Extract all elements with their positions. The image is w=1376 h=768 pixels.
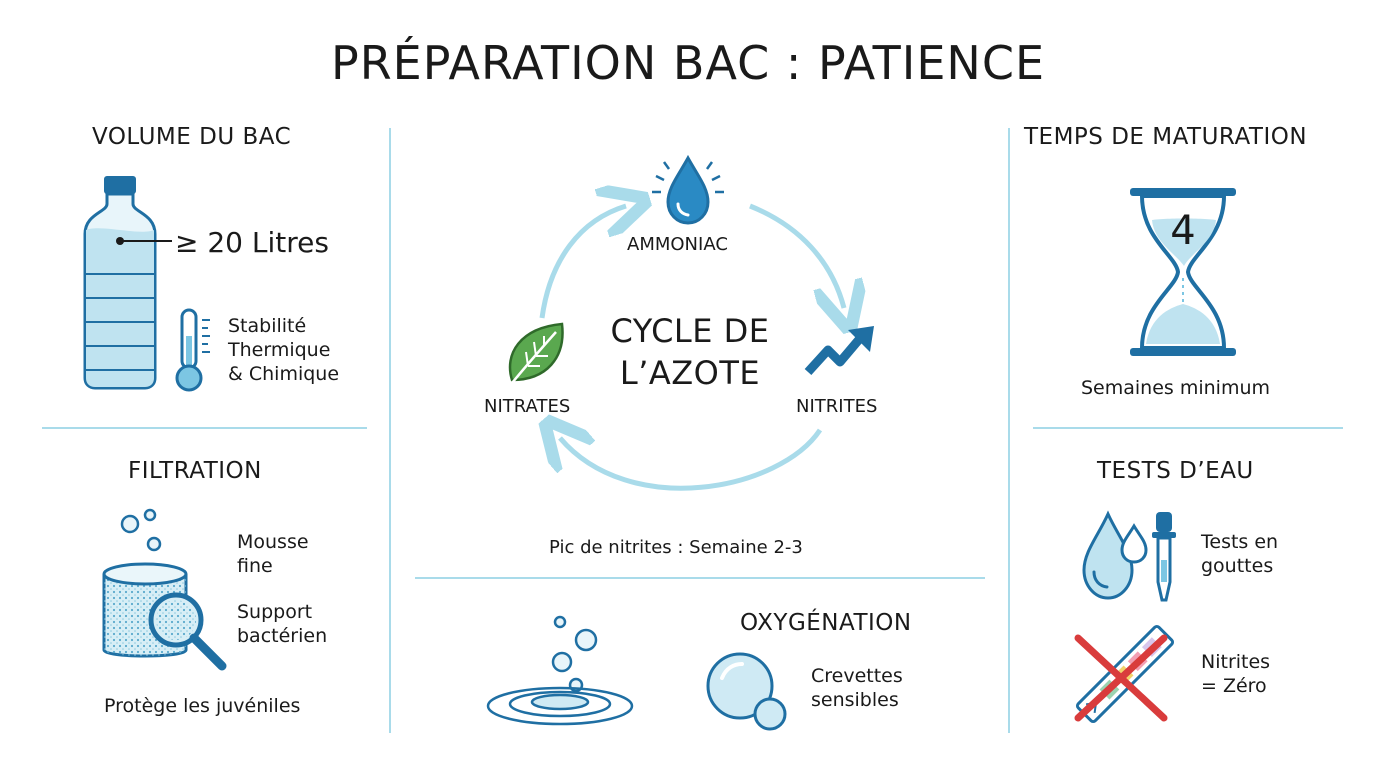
maturation-caption: Semaines minimum — [1081, 377, 1271, 399]
drops-icon — [1082, 510, 1148, 600]
magnifier-icon — [148, 592, 227, 671]
volume-litres: ≥ 20 Litres — [175, 226, 329, 259]
divider-left-horizontal — [42, 427, 367, 429]
bubbles-icon — [120, 508, 162, 552]
cycle-title-line-2: L’AZOTE — [619, 354, 761, 392]
stability-line-1: Stabilité — [228, 315, 307, 337]
hourglass-icon — [1130, 188, 1236, 356]
tests-heading: TESTS D’EAU — [1097, 458, 1254, 484]
filtration-heading: FILTRATION — [128, 458, 262, 484]
filtration-item1-line-1: Mousse — [237, 531, 309, 553]
cycle-peak-note: Pic de nitrites : Semaine 2-3 — [549, 537, 803, 558]
maturation-number: 4 — [1170, 208, 1196, 254]
divider-right-horizontal — [1033, 427, 1343, 429]
filtration-item2-line-1: Support — [237, 601, 313, 623]
filtration-item2-line-2: bactérien — [237, 625, 328, 647]
oxygenation-line-2: sensibles — [811, 689, 899, 711]
water-bottle-icon — [83, 176, 172, 390]
tests-drops-line-1: Tests en — [1201, 531, 1279, 553]
trend-arrow-icon — [804, 326, 874, 376]
big-bubble-icon — [706, 652, 787, 731]
pipette-icon — [1152, 512, 1176, 602]
stability-line-3: & Chimique — [228, 363, 340, 385]
page-title: PRÉPARATION BAC : PATIENCE — [330, 36, 1046, 90]
leaf-icon — [507, 322, 564, 389]
oxygenation-line-1: Crevettes — [811, 665, 903, 687]
cycle-nitrates-label: NITRATES — [484, 396, 571, 417]
water-ripple-icon — [486, 615, 634, 726]
water-drop-icon — [652, 154, 724, 225]
tests-drops-line-2: gouttes — [1201, 555, 1274, 577]
cycle-title-line-1: CYCLE DE — [610, 312, 770, 350]
maturation-heading: TEMPS DE MATURATION — [1024, 124, 1308, 150]
red-cross-icon — [1074, 634, 1168, 722]
cycle-ammoniac-label: AMMONIAC — [627, 234, 728, 255]
filtration-item1-line-2: fine — [237, 555, 273, 577]
oxygenation-heading: OXYGÉNATION — [740, 610, 912, 636]
cycle-nitrites-label: NITRITES — [796, 396, 878, 417]
tests-nitrites-line-1: Nitrites — [1201, 651, 1271, 673]
tests-nitrites-line-2: = Zéro — [1201, 675, 1267, 697]
divider-center-horizontal — [415, 577, 985, 579]
divider-right-vertical — [1008, 128, 1010, 733]
cycle-arrows — [520, 190, 860, 491]
thermometer-icon — [175, 308, 210, 392]
filtration-footer: Protège les juvéniles — [104, 695, 301, 717]
divider-left-vertical — [389, 128, 391, 733]
volume-heading: VOLUME DU BAC — [92, 124, 292, 150]
stability-line-2: Thermique — [228, 339, 331, 361]
